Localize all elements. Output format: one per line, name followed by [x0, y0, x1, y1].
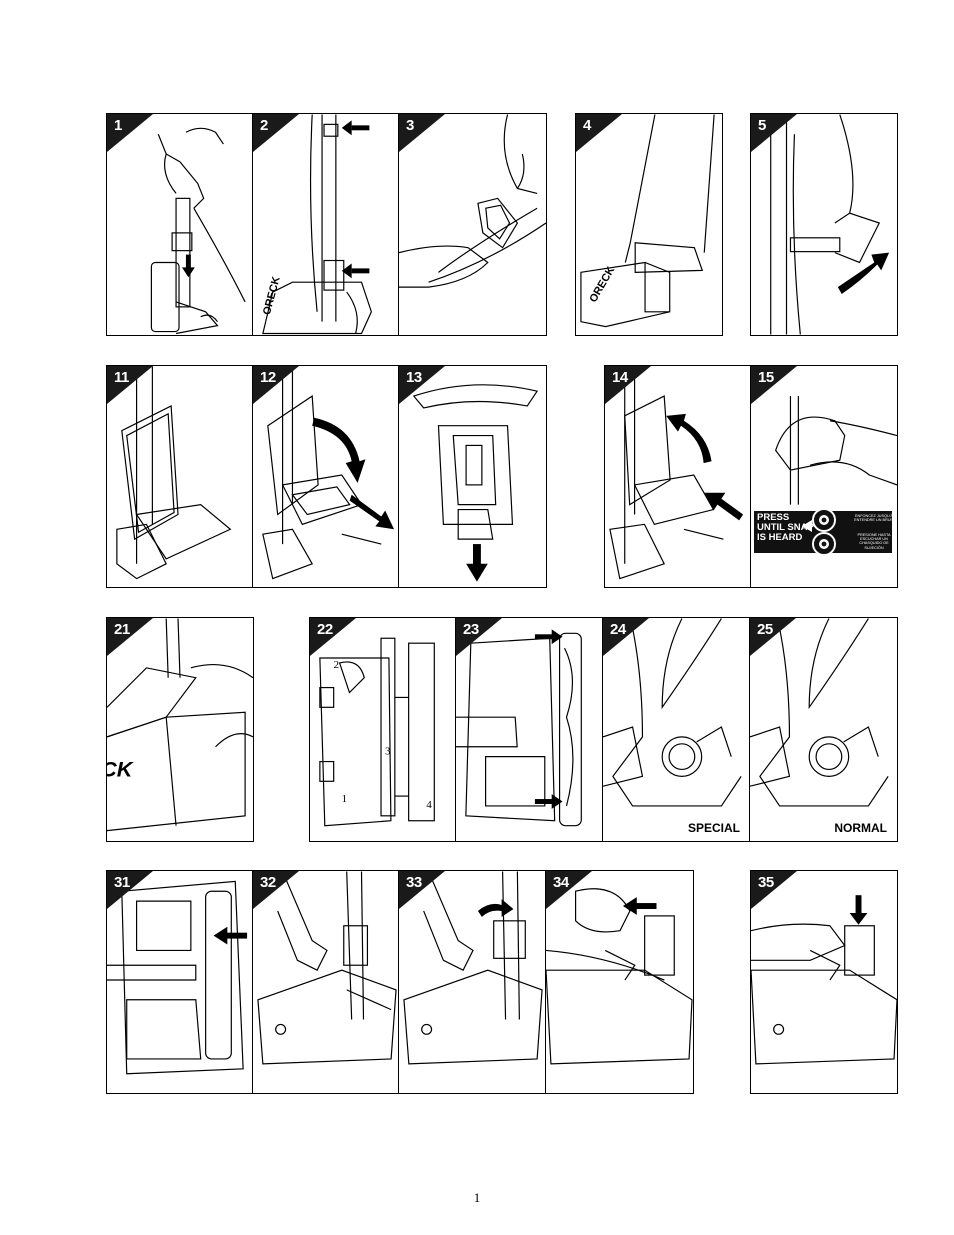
- step-number-badge: [399, 114, 445, 152]
- step-number-badge: [253, 366, 299, 404]
- illustration-belt-check: [107, 880, 248, 1075]
- step-panel-33: 33: [398, 870, 547, 1094]
- step-number: 12: [260, 369, 276, 386]
- step-number-badge: [605, 366, 651, 404]
- step-number: 34: [553, 874, 569, 891]
- illustration-hand-lowering-handle: [150, 127, 246, 335]
- snap-button-icon: [802, 508, 836, 556]
- step-number-badge: [107, 871, 153, 909]
- part-marker-3: 3: [385, 746, 390, 758]
- press-main-line-3: IS HEARD: [757, 532, 803, 543]
- step-panel-13: 13: [398, 365, 547, 588]
- step-panel-34: 34: [545, 870, 694, 1094]
- brand-logo: CK: [107, 756, 134, 781]
- step-number: 2: [260, 117, 268, 134]
- step-number: 1: [114, 117, 122, 134]
- spanish-text-line-3: CHASQUIDO DE SUJECIÓN: [859, 541, 889, 550]
- illustration-bag-slide-out: [412, 384, 539, 582]
- step-number-badge: [107, 114, 153, 152]
- illustration-cleaner-tilt: CK: [107, 618, 253, 832]
- step-panel-22: 2 3 1 4 22: [309, 617, 457, 842]
- illustration-handle-push-in: [546, 888, 693, 1065]
- step-panel-35: 35: [750, 870, 898, 1094]
- step-number: 32: [260, 874, 276, 891]
- step-number: 31: [114, 874, 130, 891]
- part-marker-2: 2: [334, 659, 339, 671]
- step-panel-15: PRESS UNTIL SNAP IS HEARD ENFONCEZ JUSQU…: [750, 365, 898, 588]
- step-panel-5: 5: [750, 113, 898, 336]
- illustration-cord-latch: [399, 114, 546, 288]
- step-number: 4: [583, 117, 591, 134]
- step-panel-24: 24 SPECIAL: [602, 617, 751, 842]
- illustration-handle-lock: [751, 895, 897, 1065]
- step-number: 22: [317, 621, 333, 638]
- illustration-brush-roll-parts: 2 3 1 4: [319, 637, 435, 827]
- step-panel-2: ORECK 2: [252, 113, 400, 336]
- french-text-line-1: ENFONCEZ JUSQU'À: [854, 514, 894, 518]
- step-number-badge: [751, 871, 797, 909]
- step-panel-21: CK 21: [106, 617, 254, 842]
- step-panel-23: 23: [455, 617, 604, 842]
- step-number: 23: [463, 621, 479, 638]
- step-number-badge: [107, 618, 153, 656]
- step-number-badge: [750, 618, 796, 656]
- step-number: 5: [758, 117, 766, 134]
- step-number: 15: [758, 369, 774, 386]
- step-number-badge: [107, 366, 153, 404]
- illustration-press-until-snap: [775, 396, 897, 505]
- setting-caption: SPECIAL: [687, 821, 740, 835]
- brand-logo: ORECK: [261, 275, 283, 316]
- step-panel-31: 31: [106, 870, 254, 1094]
- step-number: 35: [758, 874, 774, 891]
- step-number-badge: [310, 618, 356, 656]
- step-number-badge: [456, 618, 502, 656]
- step-number: 21: [114, 621, 130, 638]
- spanish-text-line-1: PRESIONE HASTA: [857, 533, 891, 537]
- step-number-badge: [751, 114, 797, 152]
- page-number: 1: [473, 1190, 481, 1205]
- illustration-foot-release: ORECK: [580, 114, 715, 328]
- step-panel-11: 11: [106, 365, 254, 588]
- step-number: 25: [757, 621, 773, 638]
- step-number: 14: [612, 369, 628, 386]
- press-main-line-2: UNTIL SNAP: [757, 522, 814, 533]
- illustration-brush-roll-install: [456, 629, 582, 827]
- step-panel-12: 12: [252, 365, 400, 588]
- step-number: 11: [114, 369, 129, 386]
- step-number: 3: [406, 117, 414, 134]
- part-marker-4: 4: [426, 799, 432, 811]
- step-number-badge: [751, 366, 797, 404]
- illustration-handle-rotate: [403, 871, 543, 1065]
- step-number: 24: [610, 621, 626, 638]
- step-panel-4: ORECK 4: [575, 113, 723, 336]
- step-panel-3: 3: [398, 113, 547, 336]
- step-panel-14: 14: [604, 365, 752, 588]
- setting-caption: NORMAL: [834, 821, 887, 835]
- step-panel-32: 32: [252, 870, 400, 1094]
- illustration-bag-holder-remove: [262, 366, 395, 580]
- step-number-badge: [546, 871, 592, 909]
- press-until-snap-label: PRESS UNTIL SNAP IS HEARD ENFONCEZ JUSQU…: [754, 508, 894, 556]
- step-number-badge: [399, 366, 445, 404]
- step-number-badge: [253, 114, 299, 152]
- step-number-badge: [253, 871, 299, 909]
- illustration-cord-hooks: ORECK: [261, 114, 373, 335]
- step-panel-25: 25 NORMAL: [749, 617, 898, 842]
- step-panel-1: 1: [106, 113, 254, 336]
- step-number-badge: [399, 871, 445, 909]
- press-main-line-1: PRESS: [757, 512, 790, 523]
- step-number: 13: [406, 369, 422, 386]
- spanish-text-line-2: ESCUCHAR UN: [860, 537, 888, 542]
- french-text-line-2: ENTENDRE UN BRUIT: [854, 518, 894, 523]
- part-marker-1: 1: [342, 793, 347, 805]
- illustration-handle-attach: [257, 871, 397, 1065]
- step-number-badge: [576, 114, 622, 152]
- step-number-badge: [603, 618, 649, 656]
- step-number: 33: [406, 874, 422, 891]
